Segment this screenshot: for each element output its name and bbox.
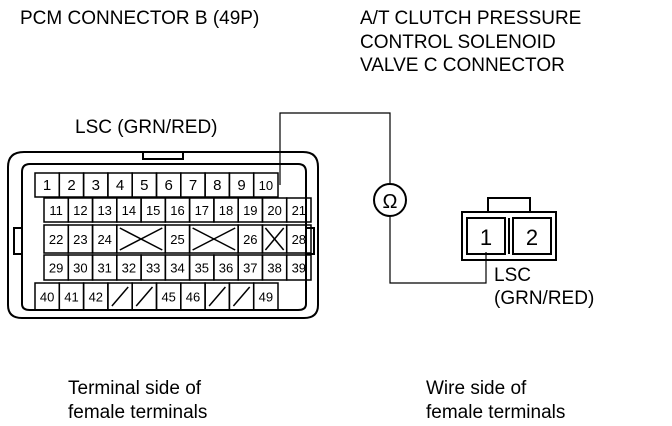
solenoid-terminal-box-2: [512, 217, 552, 255]
pcm-terminal-cell: [252, 172, 279, 198]
pcm-connector-inner-shell: [21, 163, 307, 311]
pcm-terminal-4: 4: [116, 177, 124, 194]
pcm-terminal-25: 25: [170, 232, 184, 247]
pcm-blank-cross-line: [192, 227, 236, 251]
pcm-connector-latch-left: [13, 227, 23, 255]
pcm-terminal-9: 9: [237, 177, 245, 194]
solenoid-connector-body: [461, 211, 557, 261]
pcm-terminal-17: 17: [195, 203, 209, 218]
pcm-terminal-15: 15: [146, 203, 160, 218]
pcm-terminal-cell: [285, 224, 312, 254]
pcm-connector-outer-shell: [7, 151, 319, 319]
pcm-terminal-24: 24: [97, 232, 111, 247]
pcm-terminal-2: 2: [67, 177, 75, 194]
pcm-blank-cross-line: [119, 227, 163, 251]
pcm-terminal-18: 18: [219, 203, 233, 218]
pcm-terminal-46: 46: [186, 290, 200, 305]
pcm-terminal-30: 30: [73, 261, 87, 276]
pcm-terminal-cell: [252, 282, 279, 311]
pcm-terminal-45: 45: [161, 290, 175, 305]
pcm-terminal-37: 37: [243, 261, 257, 276]
pcm-terminal-19: 19: [243, 203, 257, 218]
pcm-blank-slash: [111, 286, 129, 307]
pcm-blank-cross-line: [264, 227, 285, 251]
pcm-terminal-5: 5: [140, 177, 148, 194]
terminal-side-caption-line2: female terminals: [68, 402, 208, 423]
pcm-terminal-40: 40: [40, 290, 54, 305]
pcm-terminal-14: 14: [122, 203, 136, 218]
solenoid-connector-title-line2: CONTROL SOLENOID: [360, 32, 556, 53]
terminal-side-caption-line1: Terminal side of: [68, 378, 202, 399]
wire-side-caption-line2: female terminals: [426, 402, 566, 423]
ohmmeter-icon: Ω: [383, 191, 398, 213]
lsc-solenoid-wire-label-line2: (GRN/RED): [494, 288, 595, 309]
pcm-terminal-8: 8: [213, 177, 221, 194]
pcm-terminal-6: 6: [165, 177, 173, 194]
pcm-blank-slash: [135, 286, 154, 307]
pcm-terminal-10: 10: [259, 178, 273, 193]
pcm-terminal-16: 16: [170, 203, 184, 218]
pcm-terminal-29: 29: [49, 261, 63, 276]
pcm-terminal-34: 34: [170, 261, 184, 276]
pcm-terminal-13: 13: [97, 203, 111, 218]
solenoid-terminal-1: 1: [480, 225, 492, 250]
probe-lead-pcm-terminal-10: [279, 112, 391, 185]
ohmmeter: [373, 183, 407, 217]
pcm-terminal-cell: [285, 197, 312, 223]
test-wiring: [279, 112, 487, 284]
pcm-terminal-cell: [285, 254, 312, 281]
pcm-terminal-32: 32: [122, 261, 136, 276]
solenoid-connector: [461, 197, 557, 261]
pcm-terminal-42: 42: [89, 290, 103, 305]
pcm-terminal-38: 38: [267, 261, 281, 276]
pcm-terminal-20: 20: [267, 203, 281, 218]
pcm-connector-title: PCM CONNECTOR B (49P): [20, 8, 260, 29]
pcm-terminal-41: 41: [64, 290, 78, 305]
pcm-terminal-36: 36: [219, 261, 233, 276]
pcm-terminal-12: 12: [73, 203, 87, 218]
pcm-terminal-11: 11: [49, 203, 63, 218]
pcm-terminal-35: 35: [195, 261, 209, 276]
pcm-blank-slash: [208, 286, 226, 307]
lsc-pcm-wire-label: LSC (GRN/RED): [75, 117, 218, 138]
pcm-connector: [7, 151, 319, 319]
lsc-solenoid-wire-label-line1: LSC: [494, 265, 531, 286]
pcm-terminal-1: 1: [43, 177, 51, 194]
solenoid-connector-title-line3: VALVE C CONNECTOR: [360, 55, 565, 76]
pcm-blank-slash: [232, 286, 251, 307]
pcm-terminal-3: 3: [92, 177, 100, 194]
probe-lead-solenoid-terminal-1: [389, 217, 487, 284]
pcm-terminal-39: 39: [292, 261, 306, 276]
pcm-connector-latch-right: [305, 227, 315, 255]
pcm-terminal-28: 28: [292, 232, 306, 247]
solenoid-connector-title-line1: A/T CLUTCH PRESSURE: [360, 8, 582, 29]
pcm-terminal-31: 31: [97, 261, 111, 276]
wire-side-caption-line1: Wire side of: [426, 378, 527, 399]
pcm-terminal-33: 33: [146, 261, 160, 276]
pcm-terminal-49: 49: [259, 290, 273, 305]
pcm-terminal-7: 7: [189, 177, 197, 194]
pcm-terminal-21: 21: [292, 203, 306, 218]
pcm-terminal-22: 22: [49, 232, 63, 247]
solenoid-connector-lock-tab: [487, 197, 531, 213]
pcm-connector-lock-tab: [142, 151, 184, 160]
pcm-terminal-26: 26: [243, 232, 257, 247]
solenoid-terminal-2: 2: [526, 225, 538, 250]
pcm-terminal-23: 23: [73, 232, 87, 247]
